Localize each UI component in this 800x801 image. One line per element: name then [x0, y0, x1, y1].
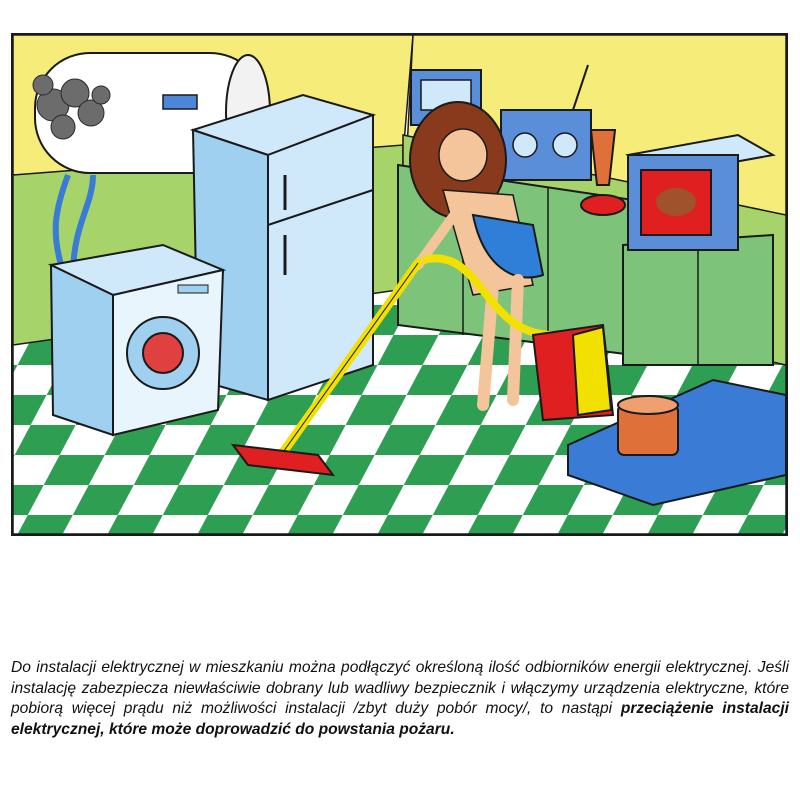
blender	[580, 129, 626, 216]
kitchen-drawing	[13, 35, 786, 534]
caption-plain: Do instalacji elektrycznej w mieszkaniu …	[11, 659, 789, 717]
caption-text: Do instalacji elektrycznej w mieszkaniu …	[11, 658, 789, 740]
kitchen-illustration	[11, 33, 788, 536]
vacuum-cleaner	[230, 254, 615, 477]
microwave-oven	[625, 133, 776, 251]
washing-machine	[47, 243, 227, 437]
smoke-cloud	[32, 74, 111, 140]
caption-emphasis: przeciążenie instalacji elektrycznej, kt…	[11, 700, 789, 738]
radio-devices	[410, 64, 592, 181]
woman-figure	[409, 101, 545, 411]
cooking-pot	[617, 395, 679, 456]
